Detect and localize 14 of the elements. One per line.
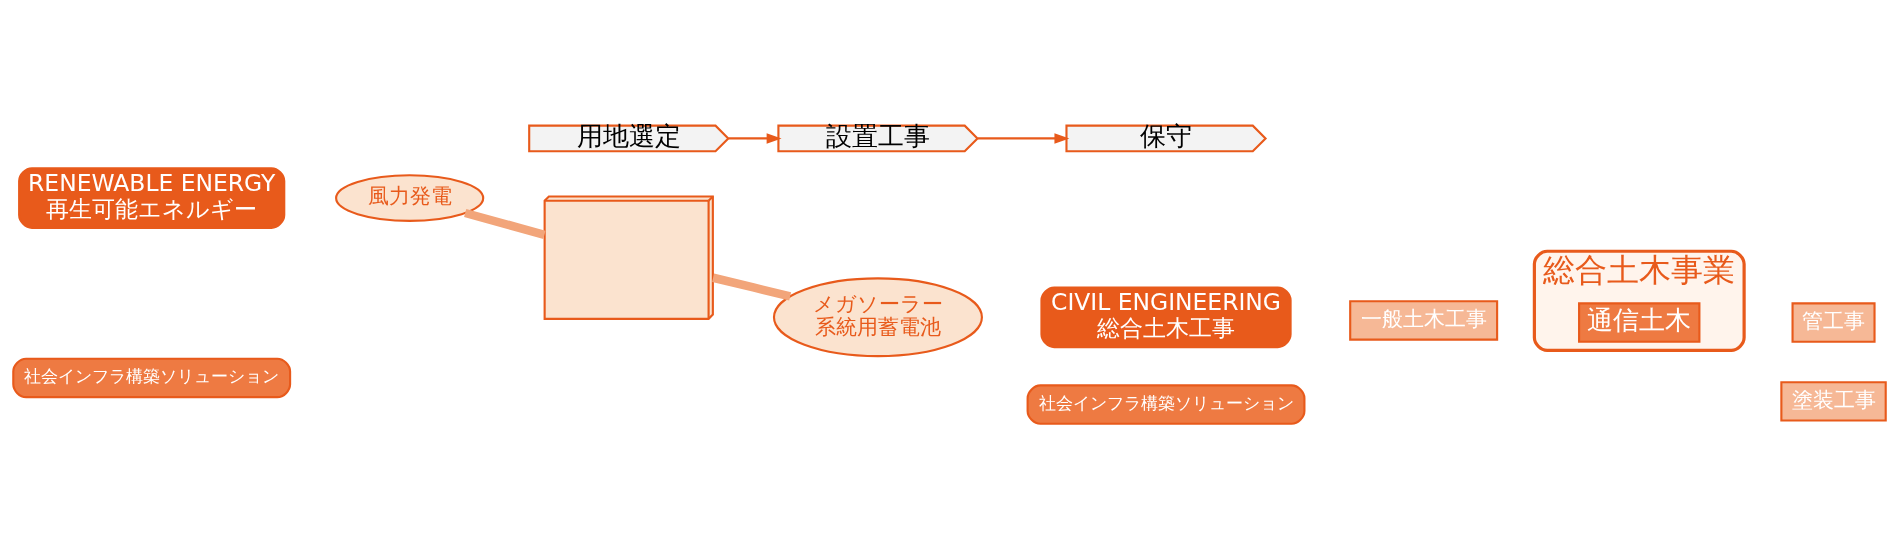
node-box: 管工事 (1791, 302, 1876, 343)
node-box: 社会インフラ構築ソリューション (1026, 384, 1306, 425)
node-box: 社会インフラ構築ソリューション (12, 357, 292, 399)
connector (712, 273, 792, 301)
arrow (728, 133, 782, 144)
node-box: 一般土木工事 (1349, 300, 1499, 341)
node-ellipse: 風力発電 (335, 174, 485, 222)
node-box: RENEWABLE ENERGY 再生可能エネルギー (18, 167, 286, 229)
connector (464, 208, 546, 239)
node-box: CIVIL ENGINEERING 総合土木工事 (1040, 286, 1292, 349)
node-ellipse: メガソーラー 系統用蓄電池 (772, 277, 983, 358)
node-box: 塗装工事 (1780, 381, 1887, 422)
arrow (977, 133, 1070, 144)
node-box: 通信土木 (1578, 302, 1701, 343)
